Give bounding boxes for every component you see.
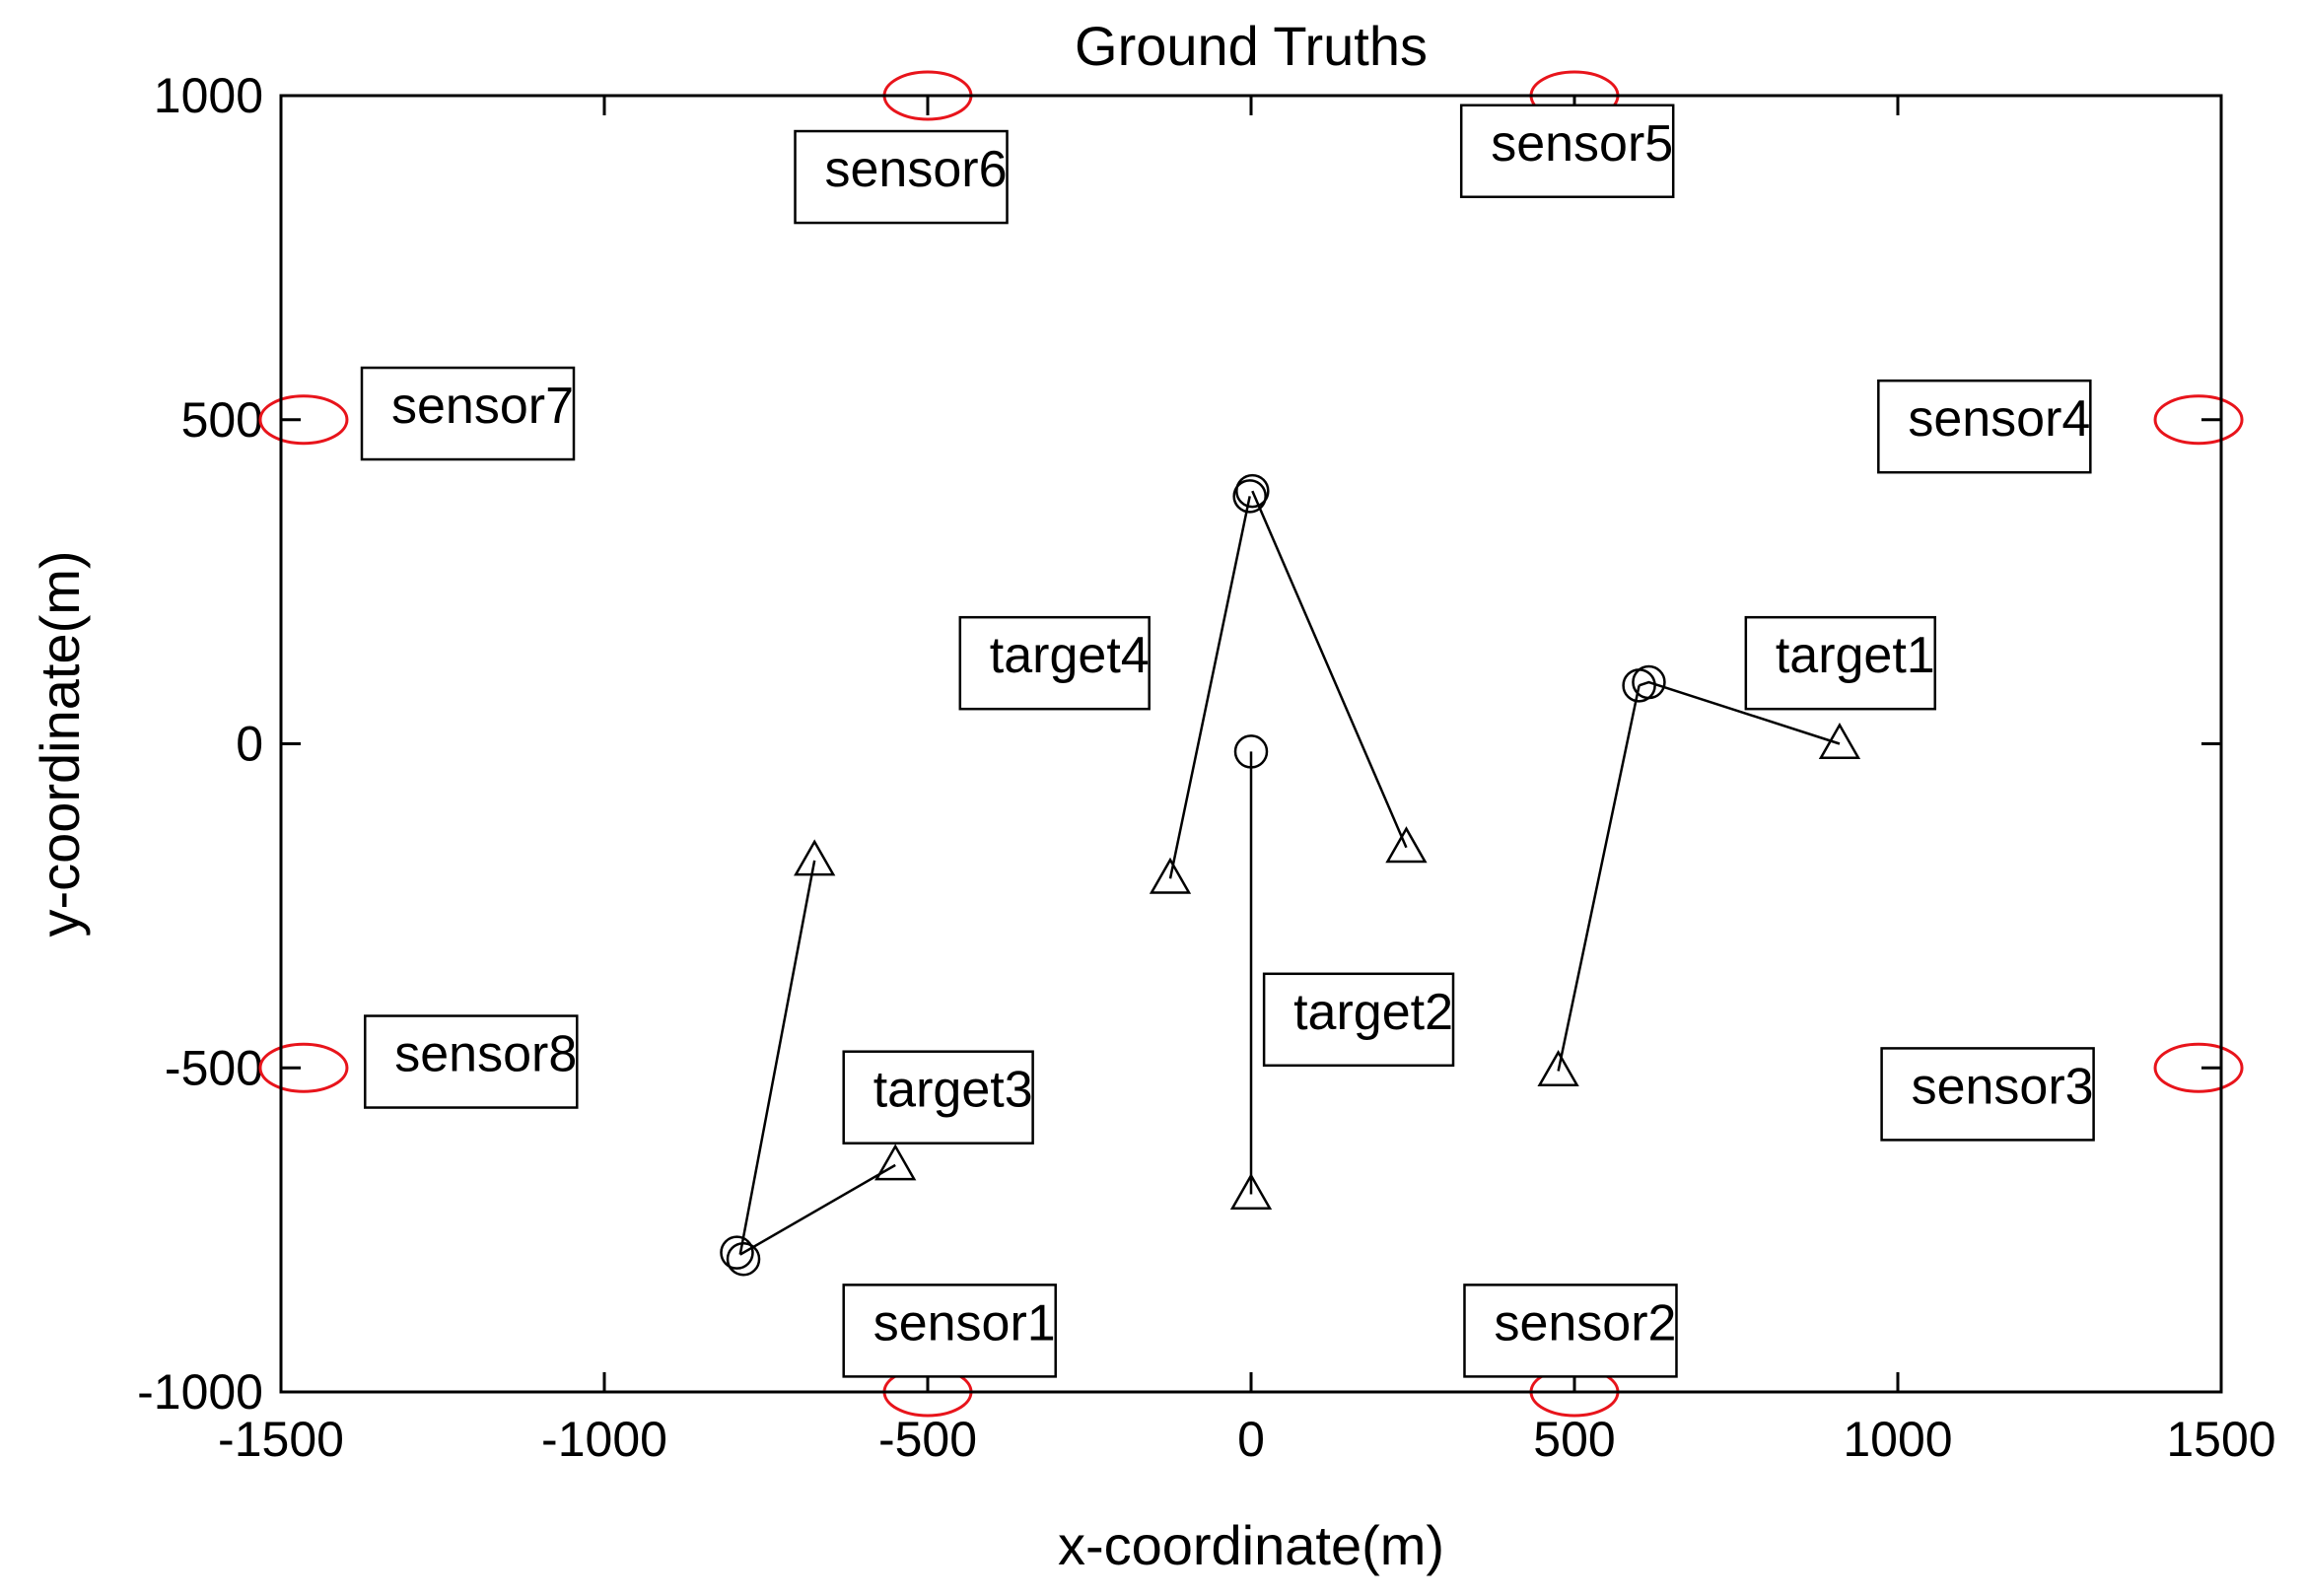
- plot-frame: [279, 94, 2223, 1394]
- annotation-frame: [1877, 379, 2092, 474]
- annotation-label: sensor6: [825, 141, 1008, 198]
- annotation-frame: [1459, 104, 1675, 198]
- annotation-label: target2: [1293, 984, 1453, 1041]
- annotation-frame: [958, 615, 1151, 711]
- annotation-frame: [1262, 972, 1455, 1068]
- annotation-box: target1: [1744, 615, 1936, 711]
- annotation-frame: [364, 1014, 579, 1109]
- start-triangle-marker: [1229, 1172, 1273, 1210]
- annotation-box: sensor7: [360, 366, 576, 461]
- annotation-box: sensor2: [1463, 1284, 1678, 1378]
- x-tick-label: -1000: [541, 1412, 667, 1467]
- y-tick-label: -500: [165, 1040, 263, 1095]
- annotation-label: sensor3: [1912, 1058, 2094, 1115]
- annotation-box: sensor6: [794, 129, 1009, 225]
- x-axis-title: x-coordinate(m): [1058, 1514, 1444, 1576]
- end-circle-marker: [726, 1241, 761, 1277]
- end-circle-marker: [1232, 479, 1267, 514]
- track-line: [738, 860, 816, 1255]
- annotation-label: sensor5: [1491, 115, 1673, 173]
- annotation-box: target2: [1262, 972, 1455, 1068]
- annotation-frame: [1463, 1284, 1678, 1378]
- sensor-ellipse-marker: [2153, 394, 2244, 446]
- track-line: [739, 1163, 896, 1256]
- annotation-frame: [794, 129, 1009, 225]
- x-tick-label: 1500: [2166, 1412, 2275, 1467]
- annotation-box: sensor5: [1459, 104, 1675, 198]
- annotation-boxes: target1 target2 target3 target4 sensor1 senso…: [360, 104, 2095, 1378]
- end-circle-marker: [1235, 473, 1270, 509]
- start-triangle-marker: [1818, 722, 1861, 759]
- track-line: [1168, 496, 1251, 879]
- start-triangle-marker: [794, 839, 836, 876]
- y-tick-label: 0: [236, 717, 263, 772]
- start-triangle-marker: [1149, 857, 1192, 894]
- annotation-box: sensor3: [1880, 1047, 2095, 1142]
- y-tick-label: -1000: [137, 1364, 263, 1420]
- y-tick-label: 500: [181, 392, 263, 448]
- start-triangle-marker: [1385, 826, 1428, 864]
- annotation-box: sensor1: [842, 1284, 1057, 1378]
- annotation-box: sensor8: [364, 1014, 579, 1109]
- annotation-frame: [842, 1284, 1057, 1378]
- end-circle-marker: [1233, 734, 1269, 769]
- x-tick-label: -1500: [218, 1412, 344, 1467]
- sensor-ellipse-marker: [258, 1042, 349, 1093]
- start-triangle-marker: [874, 1144, 917, 1181]
- track-line: [1251, 490, 1408, 849]
- end-circle-marker: [1622, 668, 1656, 703]
- sensor-ellipse-marker: [258, 394, 349, 446]
- track-line: [1557, 685, 1641, 1072]
- end-circle-marker: [720, 1235, 754, 1270]
- start-triangle-marker: [1537, 1050, 1579, 1087]
- annotation-box: sensor4: [1877, 379, 2092, 474]
- annotation-label: target1: [1776, 627, 1935, 684]
- x-tick-label: 500: [1533, 1412, 1615, 1467]
- annotation-box: target3: [842, 1050, 1034, 1145]
- annotation-label: target4: [990, 627, 1150, 684]
- x-tick-label: -500: [878, 1412, 977, 1467]
- annotation-frame: [1744, 615, 1936, 711]
- annotation-label: sensor1: [873, 1294, 1056, 1352]
- annotation-box: target4: [958, 615, 1151, 711]
- annotation-frame: [842, 1050, 1034, 1145]
- annotation-label: sensor2: [1494, 1294, 1676, 1352]
- y-axis-title: y-coordinate(m): [29, 550, 91, 937]
- sensor-ellipse-marker: [2153, 1042, 2244, 1093]
- chart-title: Ground Truths: [1075, 15, 1428, 77]
- annotation-label: sensor8: [394, 1026, 577, 1083]
- y-tick-label: 1000: [154, 68, 263, 123]
- annotation-label: sensor4: [1908, 390, 2090, 448]
- annotation-frame: [1880, 1047, 2095, 1142]
- track-markers: [720, 473, 1861, 1277]
- annotation-frame: [360, 366, 576, 461]
- x-tick-label: 0: [1237, 1412, 1265, 1467]
- annotation-label: target3: [873, 1062, 1033, 1119]
- x-tick-label: 1000: [1843, 1412, 1952, 1467]
- annotation-label: sensor7: [391, 378, 574, 435]
- target-tracks: [738, 490, 1841, 1256]
- track-line: [1639, 680, 1841, 745]
